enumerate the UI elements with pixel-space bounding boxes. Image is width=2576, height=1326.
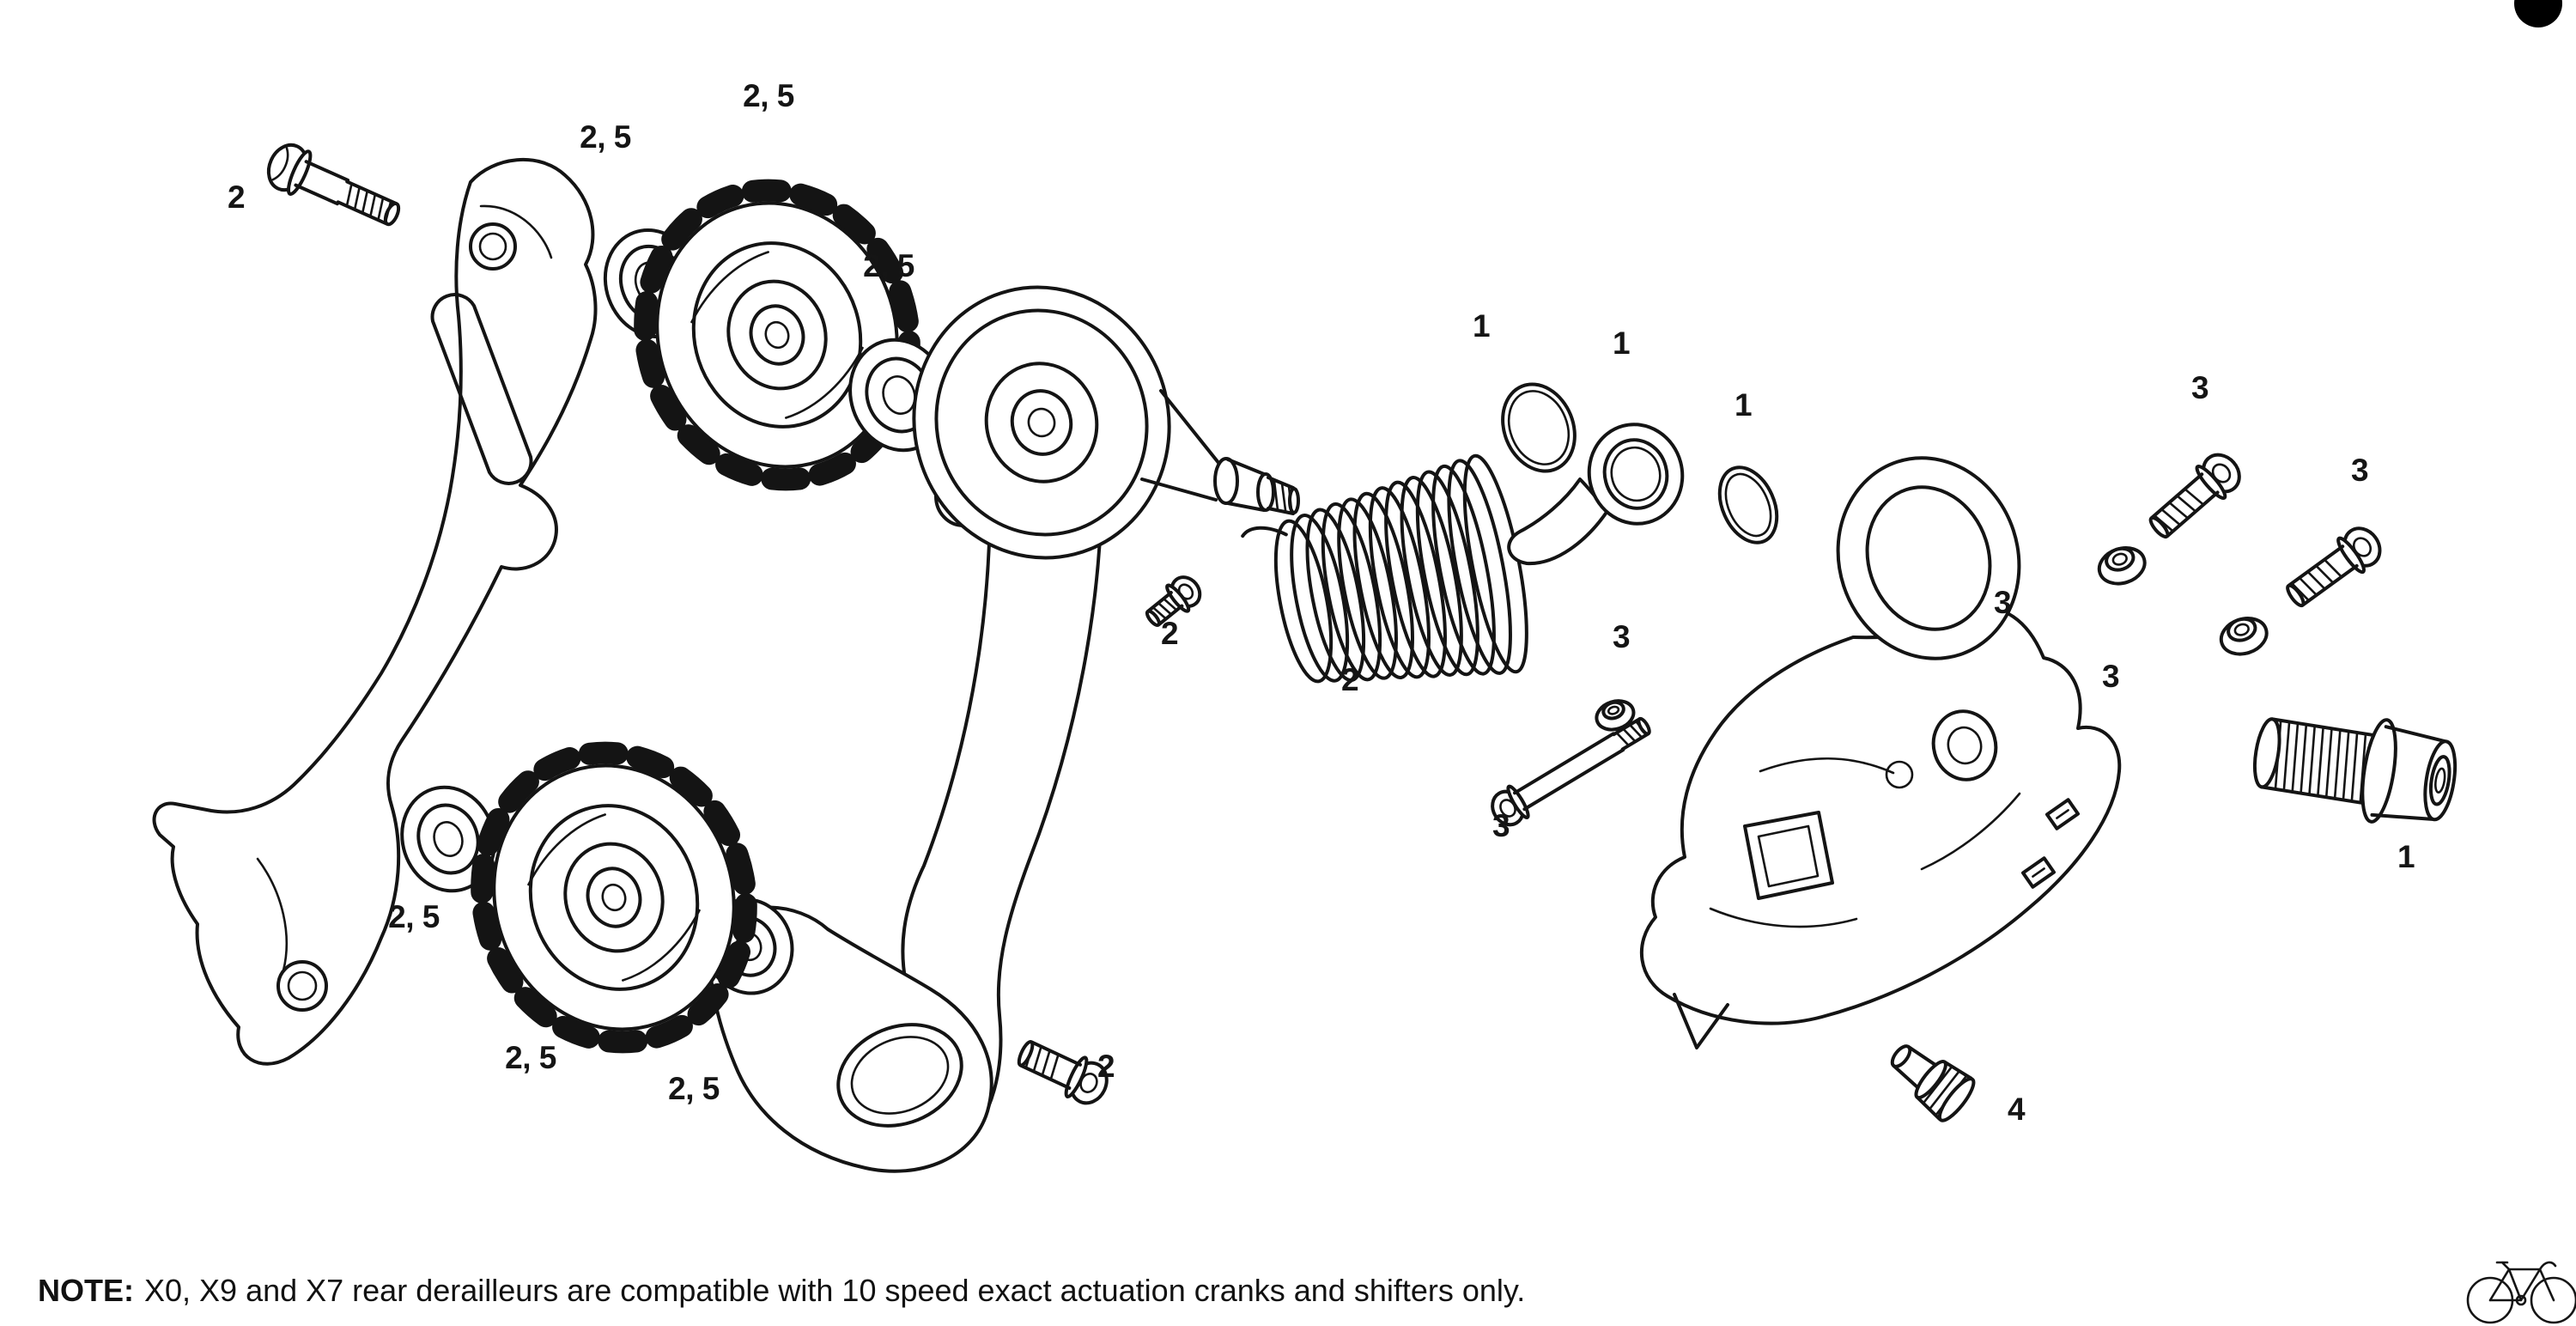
part-number-label: 1 [1612,325,1631,361]
upper-jockey-wheel [634,179,920,491]
hex-bolt-a [2148,453,2241,539]
flange-nut-b [2219,617,2269,656]
note-text: X0, X9 and X7 rear derailleurs are compa… [144,1273,1526,1308]
lower-pulley-bolt [1017,1040,1109,1105]
cable-anchor-fitting [1890,1044,1976,1122]
cage-knuckle [912,285,1300,560]
part-number-label: 2, 5 [743,78,794,113]
part-number-label: 2 [1160,616,1179,651]
part-number-label: 3 [2190,370,2209,405]
o-ring [1717,465,1779,544]
cage-stop-bolt [1145,575,1202,628]
outer-cage-plate [152,157,598,1066]
derailleur-body [1639,456,2122,1049]
part-number-label: 1 [2397,839,2415,874]
part-number-label: 2, 5 [863,248,914,283]
part-number-label: 2 [1340,662,1359,697]
corner-dot-icon [2514,0,2562,27]
part-number-label: 2, 5 [580,119,631,155]
flange-nut-a [2097,546,2147,586]
part-number-label: 2, 5 [668,1071,720,1106]
part-number-label: 1 [1734,387,1753,423]
bicycle-logo-icon [2466,1261,2576,1324]
part-number-label: 3 [1492,808,1510,843]
torsion-spring [1241,453,1528,684]
part-number-label: 2 [227,179,246,215]
lower-jockey-wheel [471,741,757,1054]
part-number-label: 3 [2101,659,2120,694]
part-number-label: 2 [1097,1049,1115,1084]
spring-retainer-plate [1507,423,1685,566]
flange-nut-c [1595,699,1636,732]
note: NOTE: X0, X9 and X7 rear derailleurs are … [38,1273,1525,1309]
part-number-label: 3 [1612,619,1631,654]
lower-pulley-washer [400,785,496,893]
b-mount-bolt [2252,717,2458,824]
hex-bolt-b [2286,526,2382,608]
spring-washer-ring [1501,382,1577,473]
part-number-label: 2, 5 [388,899,440,934]
part-number-label: 2, 5 [505,1040,556,1075]
part-number-label: 1 [1472,308,1491,344]
part-number-label: 3 [2350,453,2369,488]
cable-anchor-bolt [1491,716,1651,827]
part-number-label: 3 [1993,585,2012,620]
upper-mount-bolt [266,143,401,227]
part-number-label: 4 [2007,1092,2026,1127]
note-prefix: NOTE: [38,1273,134,1308]
